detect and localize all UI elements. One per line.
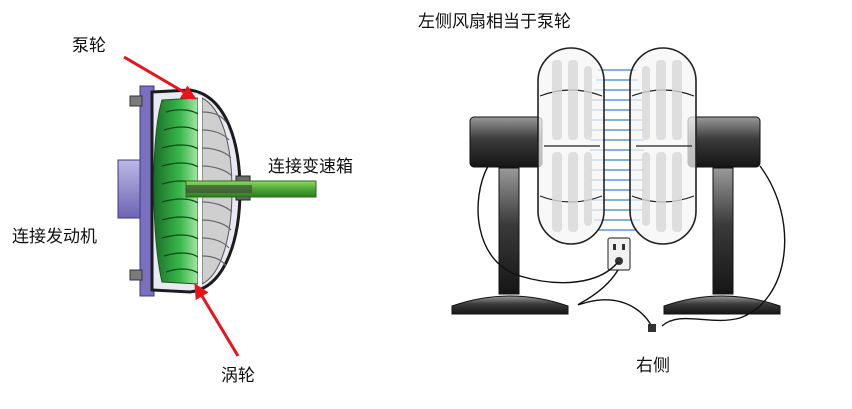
fan-analogy	[451, 47, 786, 332]
label-pump-wheel: 泵轮	[72, 36, 106, 56]
right-fan	[663, 116, 781, 315]
plug	[648, 324, 656, 332]
arrow-turbine	[194, 283, 240, 357]
left-fan-cage	[537, 47, 605, 245]
left-fan-pole	[498, 167, 520, 295]
right-fan-pole	[712, 167, 734, 295]
label-right-side: 右侧	[636, 356, 670, 376]
output-shaft-core	[186, 185, 252, 193]
wall-outlet	[607, 237, 631, 271]
turbine-blades	[201, 111, 233, 267]
right-fan-motor	[687, 116, 761, 168]
left-fan-motor	[469, 116, 543, 168]
left-fan	[451, 116, 569, 315]
label-to-engine: 连接发动机	[12, 227, 97, 247]
label-fan-caption: 左侧风扇相当于泵轮	[418, 12, 571, 32]
power-cords	[477, 165, 786, 329]
left-fan-base	[451, 295, 569, 315]
torque-converter	[117, 55, 317, 357]
arrow-pump	[123, 55, 197, 100]
label-to-gearbox: 连接变速箱	[268, 157, 353, 177]
right-fan-cage	[629, 47, 697, 245]
right-fan-base	[663, 295, 781, 315]
label-turbine: 涡轮	[221, 366, 255, 386]
bolt-bottom	[129, 269, 143, 281]
bolt-top	[129, 95, 143, 107]
